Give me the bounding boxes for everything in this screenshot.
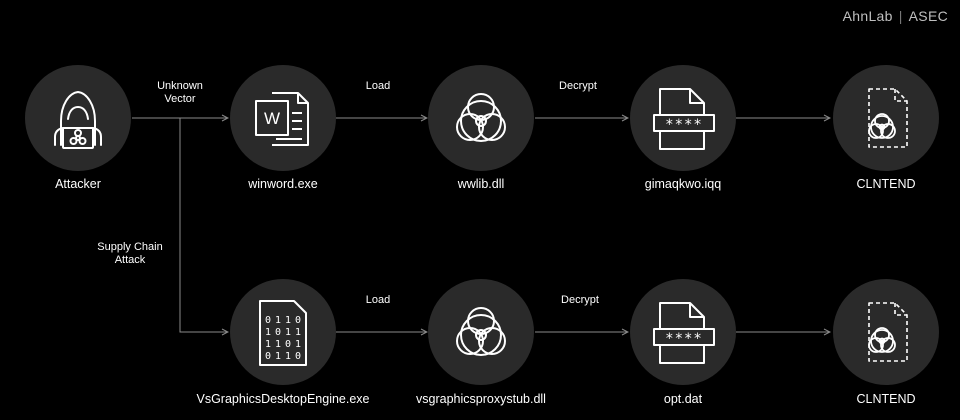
svg-text:1: 1 <box>285 327 291 338</box>
edge-label-load-top: Load <box>365 80 391 92</box>
edge-label-supply-chain-line2: Attack <box>114 254 146 266</box>
brand-separator: | <box>898 8 903 24</box>
brand-asec: ASEC <box>908 8 948 24</box>
svg-text:1: 1 <box>285 315 291 326</box>
svg-text:1: 1 <box>265 339 271 350</box>
label-winword: winword.exe <box>248 177 318 191</box>
svg-text:0: 0 <box>295 315 301 326</box>
svg-text:1: 1 <box>295 327 301 338</box>
password-mask: **** <box>665 117 703 133</box>
edge-label-load-bottom: Load <box>365 294 391 306</box>
hooded-hacker-icon <box>54 91 102 149</box>
edge-label-supply-chain-line1: Supply Chain <box>97 241 163 253</box>
svg-text:0: 0 <box>295 351 301 362</box>
node-clntend-top <box>833 65 939 171</box>
label-vsgraphics: VsGraphicsDesktopEngine.exe <box>196 392 370 406</box>
node-vsproxy <box>428 279 534 385</box>
svg-text:0: 0 <box>265 351 271 362</box>
svg-text:1: 1 <box>275 339 281 350</box>
svg-text:0: 0 <box>275 327 281 338</box>
word-document-icon: W <box>255 92 309 146</box>
node-attacker <box>25 65 131 171</box>
biohazard-icon <box>456 307 506 356</box>
svg-text:1: 1 <box>265 327 271 338</box>
label-wwlib: wwlib.dll <box>457 177 505 191</box>
label-clntend-top: CLNTEND <box>856 177 916 191</box>
svg-text:1: 1 <box>285 351 291 362</box>
ahnlab-asec-logo: AhnLab | ASEC <box>843 8 948 24</box>
brand-ahnlab: AhnLab <box>842 8 893 24</box>
biohazard-icon <box>456 93 506 142</box>
password-file-icon: **** <box>653 88 715 150</box>
biohazard-file-icon <box>868 88 908 148</box>
password-file-icon: **** <box>653 302 715 364</box>
node-winword: W <box>230 65 336 171</box>
svg-text:1: 1 <box>295 339 301 350</box>
edge-label-unknown-vector: Unknown Vector <box>157 80 203 106</box>
label-optdat: opt.dat <box>663 392 703 406</box>
node-gimaqkwo: **** <box>630 65 736 171</box>
edge-label-decrypt-top: Decrypt <box>559 80 597 92</box>
password-mask: **** <box>665 331 703 347</box>
svg-text:0: 0 <box>265 315 271 326</box>
edge-supply-chain <box>179 118 228 332</box>
edge-label-unknown-vector-line2: Vector <box>164 93 196 105</box>
node-wwlib <box>428 65 534 171</box>
node-clntend-bottom <box>833 279 939 385</box>
word-glyph: W <box>264 109 280 128</box>
label-attacker: Attacker <box>55 177 101 191</box>
svg-text:0: 0 <box>285 339 291 350</box>
label-vsproxy: vsgraphicsproxystub.dll <box>416 392 546 406</box>
edge-label-supply-chain: Supply Chain Attack <box>97 241 162 267</box>
svg-text:1: 1 <box>275 351 281 362</box>
edge-label-unknown-vector-line1: Unknown <box>157 80 203 92</box>
label-clntend-bottom: CLNTEND <box>856 392 916 406</box>
edge-label-decrypt-bottom: Decrypt <box>561 294 599 306</box>
svg-text:1: 1 <box>275 315 281 326</box>
biohazard-file-icon <box>868 302 908 362</box>
label-gimaqkwo: gimaqkwo.iqq <box>644 177 722 191</box>
node-optdat: **** <box>630 279 736 385</box>
